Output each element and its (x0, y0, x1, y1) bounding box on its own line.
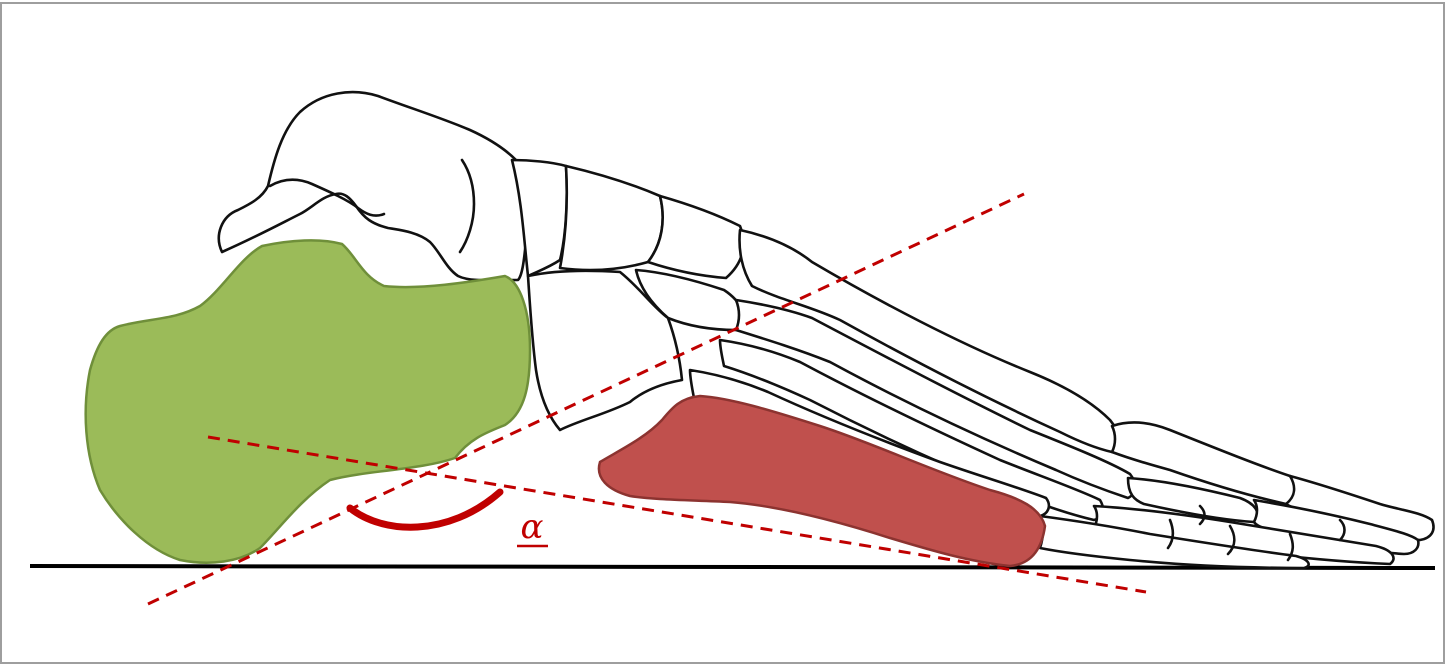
intermediate-cuneiform-bone (648, 196, 744, 278)
angle-alpha-label: α (521, 507, 544, 547)
medial-cuneiform-bone (560, 166, 663, 270)
